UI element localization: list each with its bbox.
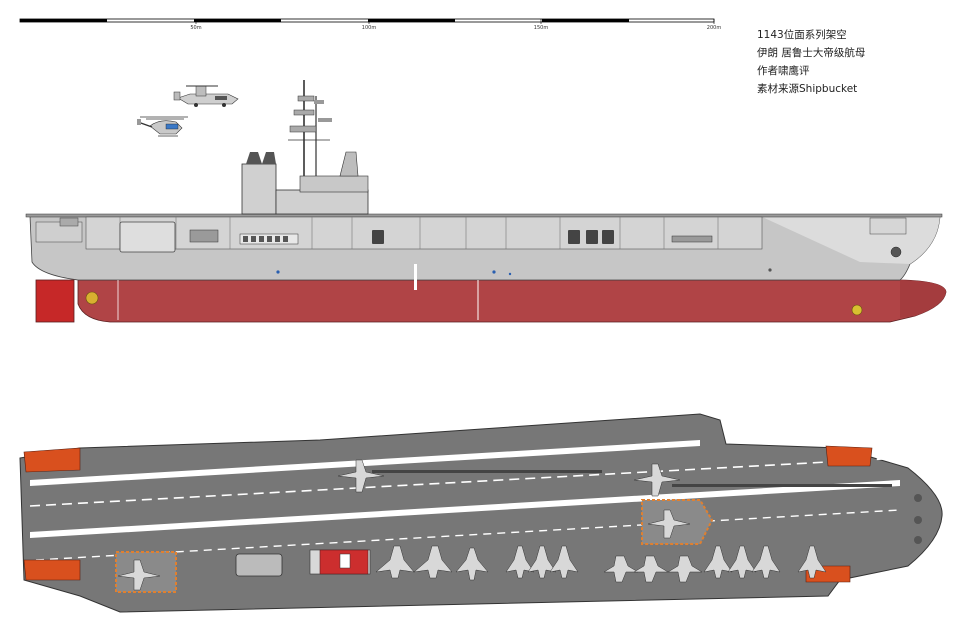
scale-label-50: 50m xyxy=(190,25,201,31)
scale-label-200: 200m xyxy=(707,25,722,31)
scale-label-100: 100m xyxy=(362,25,377,31)
credits-author: 作者啸鹰评 xyxy=(757,65,810,77)
credits-block: 1143位面系列架空 伊朗 居鲁士大帝级航母 作者啸鹰评 素材来源Shipbuc… xyxy=(757,26,947,98)
scale-label-150: 150m xyxy=(534,25,549,31)
credits-ship-name: 伊朗 居鲁士大帝级航母 xyxy=(757,47,866,59)
parked-jets xyxy=(117,459,827,591)
tiltrotor-aircraft xyxy=(173,85,239,107)
scale-bar: 50m 100m 150m 200m xyxy=(19,18,722,31)
flight-deck-plan xyxy=(19,413,943,613)
helicopter xyxy=(137,116,188,137)
credits-source: 素材来源Shipbucket xyxy=(757,83,858,95)
ship-side-profile xyxy=(25,80,947,323)
credits-series: 1143位面系列架空 xyxy=(757,29,847,41)
